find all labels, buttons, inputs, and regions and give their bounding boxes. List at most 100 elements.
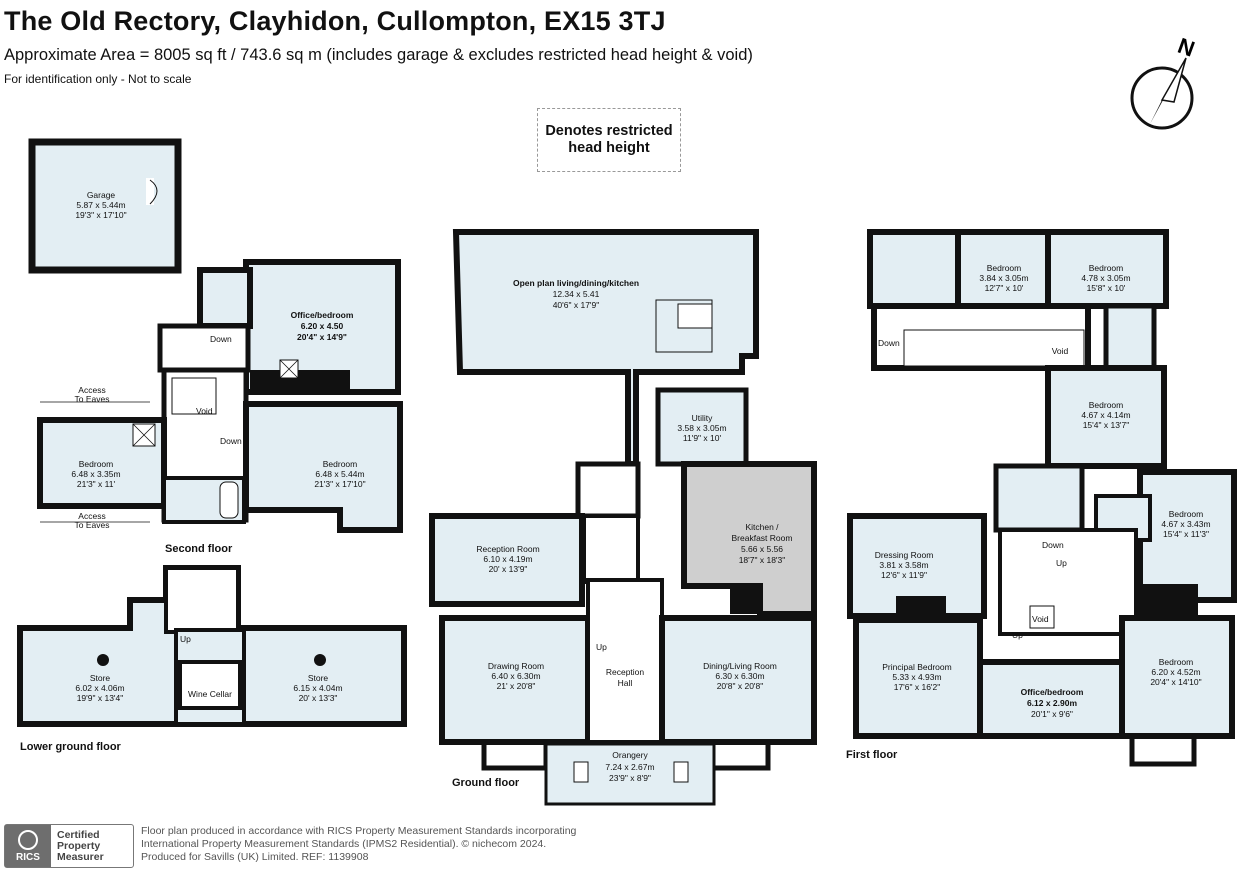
second-down-1: Down xyxy=(210,334,232,344)
office-second-metric: 6.20 x 4.50 xyxy=(301,321,344,331)
rics-logo-text: RICS xyxy=(16,851,40,863)
bed-first-e-imperial: 20'4" x 14'10" xyxy=(1150,677,1201,687)
principal-metric: 5.33 x 4.93m xyxy=(892,672,941,682)
rics-logo-icon: RICS xyxy=(5,825,51,867)
scale-note: For identification only - Not to scale xyxy=(4,72,192,86)
office-second-imperial: 20'4" x 14'9" xyxy=(297,332,347,342)
garage-name: Garage xyxy=(87,190,116,200)
principal-name: Principal Bedroom xyxy=(882,662,951,672)
second-floor-plan: Office/bedroom 6.20 x 4.50 20'4" x 14'9"… xyxy=(37,259,403,555)
access-bottom-1: Access xyxy=(78,511,105,521)
utility-name: Utility xyxy=(692,413,714,423)
footer-line-2: International Property Measurement Stand… xyxy=(141,838,547,850)
kitchen-imperial: 18'7" x 18'3" xyxy=(739,555,786,565)
bed-first-d-metric: 4.67 x 3.43m xyxy=(1161,519,1210,529)
access-bottom-2: To Eaves xyxy=(75,520,110,530)
orangery-name: Orangery xyxy=(612,750,648,760)
legend-line-1: Denotes restricted xyxy=(545,122,673,139)
legend-line-2: head height xyxy=(568,140,650,156)
wine-cellar-name: Wine Cellar xyxy=(188,689,232,699)
bed-second-left-metric: 6.48 x 3.35m xyxy=(71,469,120,479)
utility-imperial: 11'9" x 10' xyxy=(683,433,722,443)
ground-floor-plan: Open plan living/dining/kitchen 12.34 x … xyxy=(429,229,817,806)
orangery-imperial: 23'9" x 8'9" xyxy=(609,773,651,783)
garage-metric: 5.87 x 5.44m xyxy=(76,200,125,210)
page-title: The Old Rectory, Clayhidon, Cullompton, … xyxy=(4,6,666,36)
first-floor-label: First floor xyxy=(846,749,898,761)
ground-floor-label: Ground floor xyxy=(452,777,520,789)
bed-first-b-imperial: 15'8" x 10' xyxy=(1087,283,1126,293)
badge-line-2: Property xyxy=(57,839,101,852)
store-right-metric: 6.15 x 4.04m xyxy=(293,683,342,693)
bed-first-a-metric: 3.84 x 3.05m xyxy=(979,273,1028,283)
open-plan-imperial: 40'6" x 17'9" xyxy=(553,300,600,310)
lower-up: Up xyxy=(180,634,191,644)
bed-second-right-imperial: 21'3" x 17'10" xyxy=(314,479,365,489)
bed-first-c-imperial: 15'4" x 13'7" xyxy=(1083,420,1130,430)
footer-notes: Floor plan produced in accordance with R… xyxy=(141,825,576,864)
access-top-2: To Eaves xyxy=(75,394,110,404)
drawing-room-name: Drawing Room xyxy=(488,661,544,671)
drawing-room-metric: 6.40 x 6.30m xyxy=(491,671,540,681)
kitchen-metric: 5.66 x 5.56 xyxy=(741,544,783,554)
open-plan-name: Open plan living/dining/kitchen xyxy=(513,278,639,288)
lower-ground-plan: Wine Cellar Up Store 6.02 x 4.06m 19'9" … xyxy=(17,565,407,753)
reception-hall-name: Reception xyxy=(606,667,645,677)
rics-badge: RICS Certified Property Measurer xyxy=(4,824,134,868)
bed-first-a-imperial: 12'7" x 10' xyxy=(985,283,1024,293)
reception-room-name: Reception Room xyxy=(476,544,539,554)
second-void: Void xyxy=(196,406,213,416)
store-left-imperial: 19'9" x 13'4" xyxy=(77,693,124,703)
garage-imperial: 19'3" x 17'10" xyxy=(75,210,126,220)
first-floor-plan: Bedroom 3.84 x 3.05m 12'7" x 10' Bedroom… xyxy=(846,229,1237,767)
kitchen-name: Kitchen / xyxy=(745,522,779,532)
dressing-metric: 3.81 x 3.58m xyxy=(879,560,928,570)
bed-first-e-metric: 6.20 x 4.52m xyxy=(1151,667,1200,677)
second-floor-label: Second floor xyxy=(165,543,233,555)
utility-metric: 3.58 x 3.05m xyxy=(677,423,726,433)
bed-first-a-name: Bedroom xyxy=(987,263,1022,273)
garage: Garage 5.87 x 5.44m 19'3" x 17'10" xyxy=(28,138,182,274)
void-first-name: Void xyxy=(1052,346,1069,356)
badge-line-3: Measurer xyxy=(57,850,104,863)
footer-line-1: Floor plan produced in accordance with R… xyxy=(141,825,577,837)
restricted-legend: Denotes restricted head height xyxy=(537,108,681,172)
store-right-name: Store xyxy=(308,673,329,683)
lower-ground-label: Lower ground floor xyxy=(20,741,122,753)
bed-first-c-metric: 4.67 x 4.14m xyxy=(1081,410,1130,420)
ground-up: Up xyxy=(596,642,607,652)
badge-line-1: Certified xyxy=(57,828,100,841)
dining-name: Dining/Living Room xyxy=(703,661,777,671)
office-first-name: Office/bedroom xyxy=(1021,687,1084,697)
first-up-1: Up xyxy=(1056,558,1067,568)
dining-metric: 6.30 x 6.30m xyxy=(715,671,764,681)
orangery-metric: 7.24 x 2.67m xyxy=(605,762,654,772)
store-right-imperial: 20' x 13'3" xyxy=(299,693,338,703)
north-arrow-icon: N xyxy=(1130,36,1198,130)
office-first-metric: 6.12 x 2.90m xyxy=(1027,698,1078,708)
dressing-name: Dressing Room xyxy=(875,550,934,560)
bed-second-left-imperial: 21'3" x 11' xyxy=(77,479,116,489)
reception-room-imperial: 20' x 13'9" xyxy=(489,564,528,574)
second-down-2: Down xyxy=(220,436,242,446)
first-void: Void xyxy=(1032,614,1049,624)
store-left-metric: 6.02 x 4.06m xyxy=(75,683,124,693)
drawing-room-imperial: 21' x 20'8" xyxy=(497,681,536,691)
bed-second-right-metric: 6.48 x 5.44m xyxy=(315,469,364,479)
dining-imperial: 20'8" x 20'8" xyxy=(717,681,764,691)
footer-line-3: Produced for Savills (UK) Limited. REF: … xyxy=(141,851,369,863)
reception-room-metric: 6.10 x 4.19m xyxy=(483,554,532,564)
area-summary: Approximate Area = 8005 sq ft / 743.6 sq… xyxy=(4,46,753,64)
bed-first-b-name: Bedroom xyxy=(1089,263,1124,273)
bed-first-d-name: Bedroom xyxy=(1169,509,1204,519)
store-left-name: Store xyxy=(90,673,111,683)
kitchen-name-2: Breakfast Room xyxy=(732,533,793,543)
bed-second-left-name: Bedroom xyxy=(79,459,114,469)
office-first-imperial: 20'1" x 9'6" xyxy=(1031,709,1073,719)
first-down-2: Down xyxy=(1042,540,1064,550)
open-plan-metric: 12.34 x 5.41 xyxy=(553,289,600,299)
bed-first-b-metric: 4.78 x 3.05m xyxy=(1081,273,1130,283)
first-down-1: Down xyxy=(878,338,900,348)
bed-second-right-name: Bedroom xyxy=(323,459,358,469)
